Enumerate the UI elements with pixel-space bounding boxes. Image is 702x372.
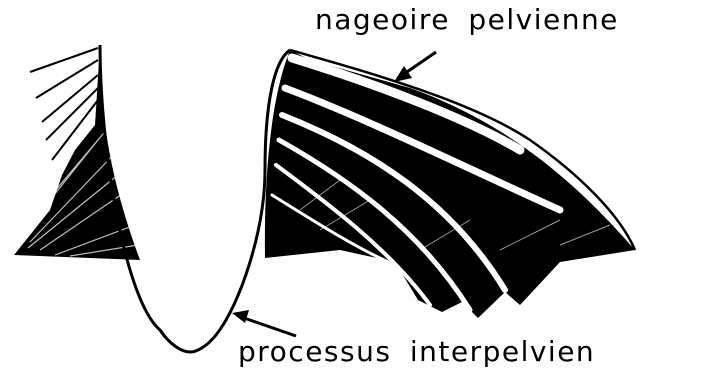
- right-fin-ray: [287, 53, 525, 155]
- left-fin: [14, 45, 140, 260]
- right-fin-rays: [270, 53, 564, 313]
- right-fin-outline: [289, 48, 637, 251]
- left-fin-hatching: [21, 127, 139, 257]
- interpelvic-process-outline: [98, 44, 291, 354]
- right-fin-ray: [270, 193, 397, 267]
- left-fin-rays: [29, 47, 99, 161]
- left-fin-ray: [35, 59, 99, 99]
- left-fin-shading: [14, 45, 140, 260]
- right-fin: [264, 48, 637, 318]
- right-fin-ray: [276, 137, 473, 313]
- left-fin-ray: [29, 47, 99, 73]
- right-fin-ray: [279, 112, 508, 293]
- arrow-to-interpelvic-process: [232, 310, 297, 338]
- left-fin-ray: [51, 99, 99, 161]
- left-fin-ray: [41, 74, 99, 123]
- right-fin-ray: [281, 84, 564, 214]
- right-fin-ray: [274, 163, 432, 307]
- right-fin-hatching: [299, 179, 611, 251]
- left-fin-ray: [45, 87, 99, 141]
- pelvic-fin-label: nageoire pelvienne: [315, 3, 619, 36]
- interpelvic-process-label: processus interpelvien: [238, 335, 596, 368]
- arrow-to-pelvic-fin: [394, 50, 437, 82]
